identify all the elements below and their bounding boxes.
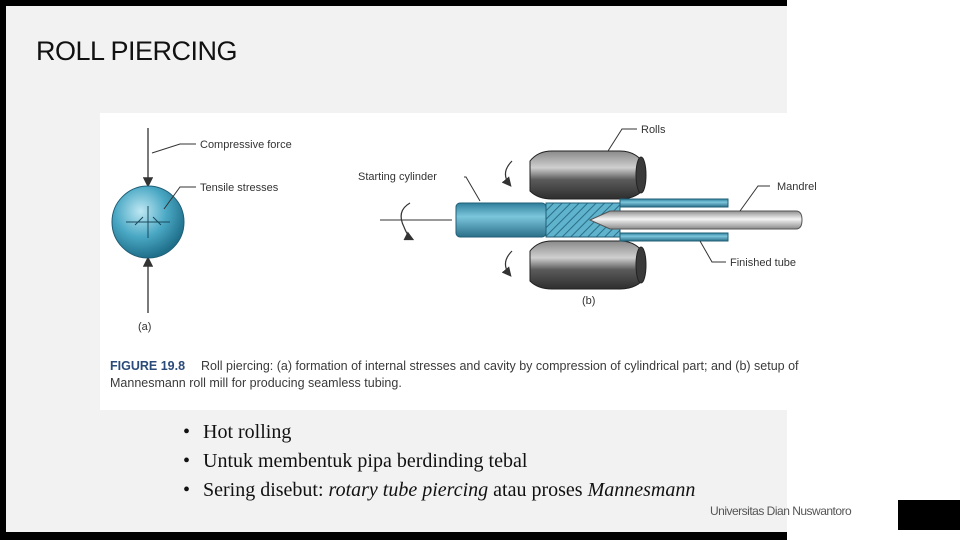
label-compressive-force: Compressive force (200, 139, 292, 151)
mandrel (588, 210, 803, 230)
corner-box (898, 500, 960, 530)
upper-roll-end (635, 156, 647, 194)
bullet-marker: • (183, 421, 191, 443)
compressive-force-leader (151, 143, 196, 154)
frame-left-border (0, 0, 6, 540)
finished-tube-leader (699, 240, 726, 263)
starting-cylinder (455, 202, 547, 238)
bullet-item: • Sering disebut: rotary tube piercing at… (183, 476, 695, 505)
bullet-text: Hot rolling (203, 421, 292, 443)
figure-caption-text: Roll piercing: (a) formation of internal… (110, 359, 799, 390)
bullet-item: • Hot rolling (183, 418, 695, 447)
figure-roll-piercing: Compressive force Tensile stresses (a) (100, 113, 830, 410)
footer-university: Universitas Dian Nuswantoro (710, 504, 852, 518)
bullet-item: • Untuk membentuk pipa berdinding tebal (183, 447, 695, 476)
label-part-a: (a) (138, 321, 151, 333)
bullet-emphasis-rotary: rotary tube piercing (328, 479, 489, 501)
bullet-text-mid: atau proses (488, 479, 588, 501)
mandrel-leader (739, 185, 770, 212)
bullet-list: • Hot rolling • Untuk membentuk pipa berdi… (183, 418, 695, 505)
finished-tube-upper-wall (619, 198, 729, 208)
bullet-marker: • (183, 450, 191, 472)
upper-roll (529, 150, 643, 200)
frame-bottom-border (0, 532, 787, 540)
bullet-emphasis-mannesmann: Mannesmann (587, 479, 696, 501)
frame-top-border (0, 0, 787, 6)
starting-cylinder-leader (464, 176, 481, 202)
label-mandrel: Mandrel (777, 181, 817, 193)
label-part-b: (b) (582, 295, 595, 307)
tensile-stress-arrows (134, 216, 162, 226)
part-b-diagram: Starting cylinder Rolls Mandrel Finished… (358, 124, 817, 307)
bullet-text-prefix: Sering disebut: (203, 479, 329, 501)
roll-piercing-diagram: Compressive force Tensile stresses (a) (111, 124, 817, 333)
bullet-text: Untuk membentuk pipa berdinding tebal (203, 450, 528, 472)
tensile-stresses-leader (163, 186, 196, 210)
label-starting-cylinder: Starting cylinder (358, 171, 437, 183)
label-finished-tube: Finished tube (730, 257, 796, 269)
finished-tube-lower-wall (619, 232, 729, 242)
lower-roll-rotation-arrow (501, 250, 513, 277)
bullet-marker: • (183, 479, 191, 501)
part-a-diagram: Compressive force Tensile stresses (a) (111, 128, 292, 333)
lower-roll (529, 240, 643, 290)
label-tensile-stresses: Tensile stresses (200, 182, 279, 194)
cylinder-rotation-arrow (400, 202, 415, 241)
figure-number: FIGURE 19.8 (110, 359, 186, 373)
lower-roll-end (635, 246, 647, 284)
rolls-leader (607, 128, 637, 152)
slide-title: ROLL PIERCING (36, 36, 238, 66)
label-rolls: Rolls (641, 124, 666, 136)
upper-roll-rotation-arrow (501, 160, 513, 187)
